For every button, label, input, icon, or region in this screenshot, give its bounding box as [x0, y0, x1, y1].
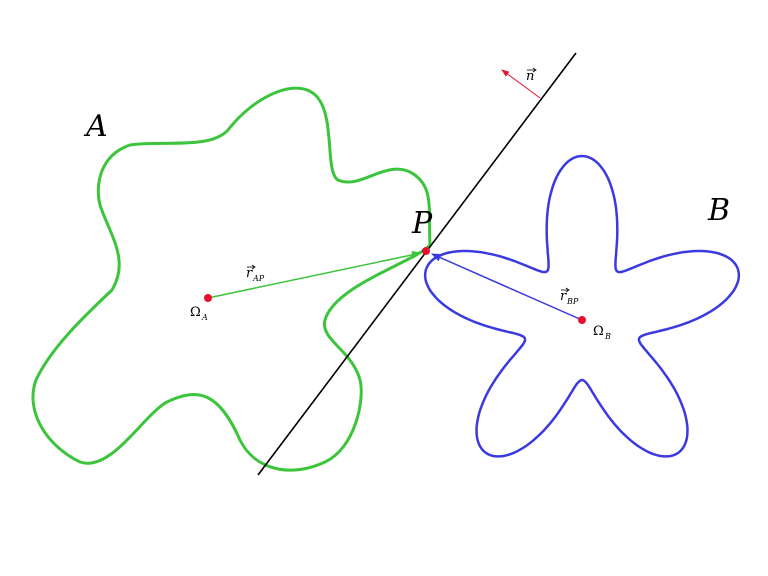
body-a-outline [31, 86, 432, 472]
normal-label: n [526, 67, 537, 84]
omega-a-label: Ω A [190, 305, 208, 322]
normal-arrow [501, 69, 541, 99]
r-bp-label: r BP [560, 287, 579, 306]
r-ap-label: r AP [246, 264, 265, 283]
svg-text:BP: BP [566, 297, 579, 306]
body-b-label: B [707, 193, 730, 228]
svg-text:A: A [201, 313, 208, 322]
body-b-outline [423, 154, 741, 458]
svg-text:r: r [246, 266, 253, 281]
svg-text:AP: AP [252, 274, 265, 283]
contact-point-label: P [411, 206, 433, 241]
svg-text:Ω: Ω [190, 305, 201, 320]
svg-text:Ω: Ω [593, 324, 604, 339]
contact-point-marker [422, 247, 430, 255]
svg-text:n: n [526, 69, 534, 84]
r-bp-arrow [431, 253, 583, 321]
omega-b-label: Ω B [593, 324, 611, 341]
svg-text:B: B [604, 332, 611, 341]
omega-b-point [578, 316, 586, 324]
svg-text:r: r [560, 289, 567, 304]
tangent-line [257, 52, 577, 476]
r-ap-arrow [207, 250, 422, 299]
body-a-label: A [83, 109, 108, 144]
omega-a-point [204, 294, 212, 302]
